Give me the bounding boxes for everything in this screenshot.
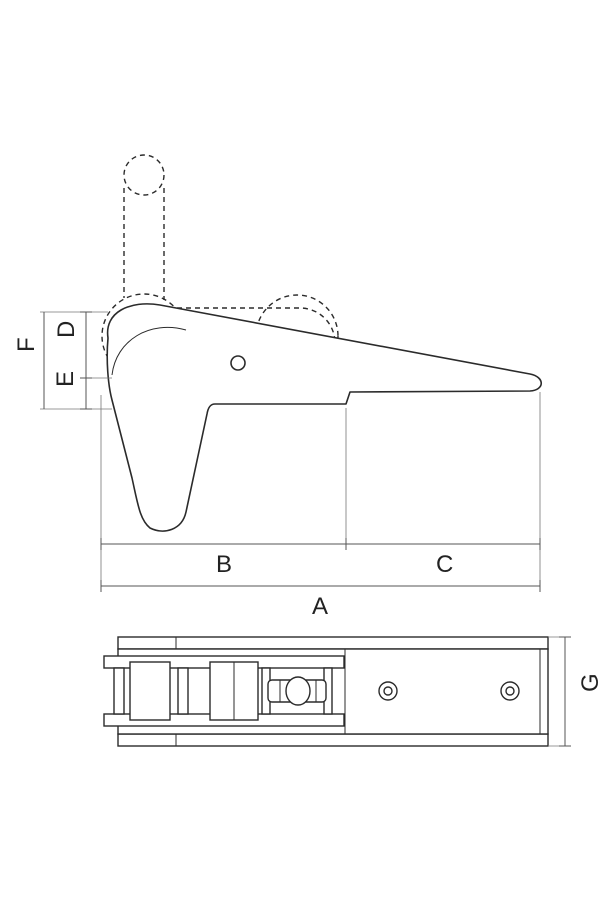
side-view xyxy=(101,154,543,532)
dimension-G xyxy=(548,636,571,747)
hook-curve xyxy=(111,326,187,376)
label-C: C xyxy=(436,551,453,578)
pivot-hole xyxy=(230,355,246,371)
label-B: B xyxy=(216,551,232,578)
bow-roller-body xyxy=(106,303,543,532)
label-E: E xyxy=(52,371,79,387)
label-F: F xyxy=(13,337,40,352)
top-view xyxy=(103,636,549,747)
dimensions-side xyxy=(40,311,541,592)
label-D: D xyxy=(53,321,80,338)
label-A: A xyxy=(312,593,328,620)
label-G: G xyxy=(577,673,600,692)
